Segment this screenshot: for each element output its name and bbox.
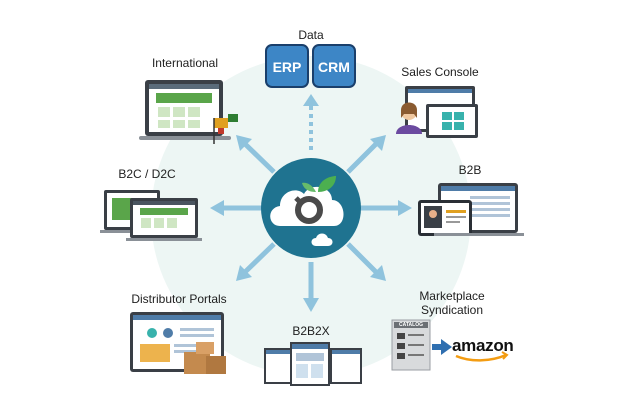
arrow-b2b-head <box>398 200 412 216</box>
data-buttons <box>265 44 356 88</box>
flag-icon <box>214 118 228 128</box>
b2b-devices <box>418 183 524 236</box>
gear-icon <box>295 196 323 224</box>
arrow-distributor <box>241 242 276 276</box>
arrow-b2b2x-head <box>303 298 319 312</box>
crm-label: CRM <box>318 59 350 75</box>
b2b2x-devices <box>264 342 362 386</box>
international-device <box>139 80 238 144</box>
label-international: International <box>151 56 219 70</box>
arrow-distributor-head <box>236 265 252 281</box>
crm-button <box>312 44 356 88</box>
arrow-data-head <box>303 94 319 106</box>
amazon-smile-icon <box>455 353 507 362</box>
catalog-label: CATALOG <box>399 322 423 328</box>
arrow-international-head <box>236 135 252 151</box>
hub <box>261 158 361 258</box>
label-b2b2x: B2B2X <box>292 324 330 338</box>
arrow-marketplace <box>346 242 380 276</box>
label-sales-console: Sales Console <box>401 65 479 79</box>
erp-button <box>265 44 309 88</box>
erp-label: ERP <box>272 59 302 75</box>
leaf-icon <box>318 176 336 192</box>
label-data: Data <box>298 28 324 42</box>
gear-notch <box>294 196 304 206</box>
b2c-devices <box>100 190 202 241</box>
label-marketplace-syndication: Marketplace Syndication <box>419 289 485 317</box>
arrow-icon <box>432 339 452 355</box>
arrow-international <box>241 140 276 174</box>
distributor-devices <box>130 312 226 374</box>
boxes-icon <box>184 352 210 374</box>
label-b2b: B2B <box>458 163 482 177</box>
label-b2c-d2c: B2C / D2C <box>118 167 176 181</box>
arrow-sales-console-head <box>370 135 386 151</box>
cloud-icon <box>270 186 344 226</box>
sales-console-device <box>396 86 478 138</box>
catalog-icon <box>391 319 431 371</box>
leaf-icon-2 <box>302 182 316 192</box>
small-cloud-icon <box>311 233 333 246</box>
amazon-logo: amazon <box>452 336 514 355</box>
label-distributor-portals: Distributor Portals <box>131 292 227 306</box>
arrow-b2c-head <box>210 200 224 216</box>
arrow-sales-console <box>346 140 380 174</box>
arrow-marketplace-head <box>370 265 386 281</box>
arrows <box>210 94 412 312</box>
